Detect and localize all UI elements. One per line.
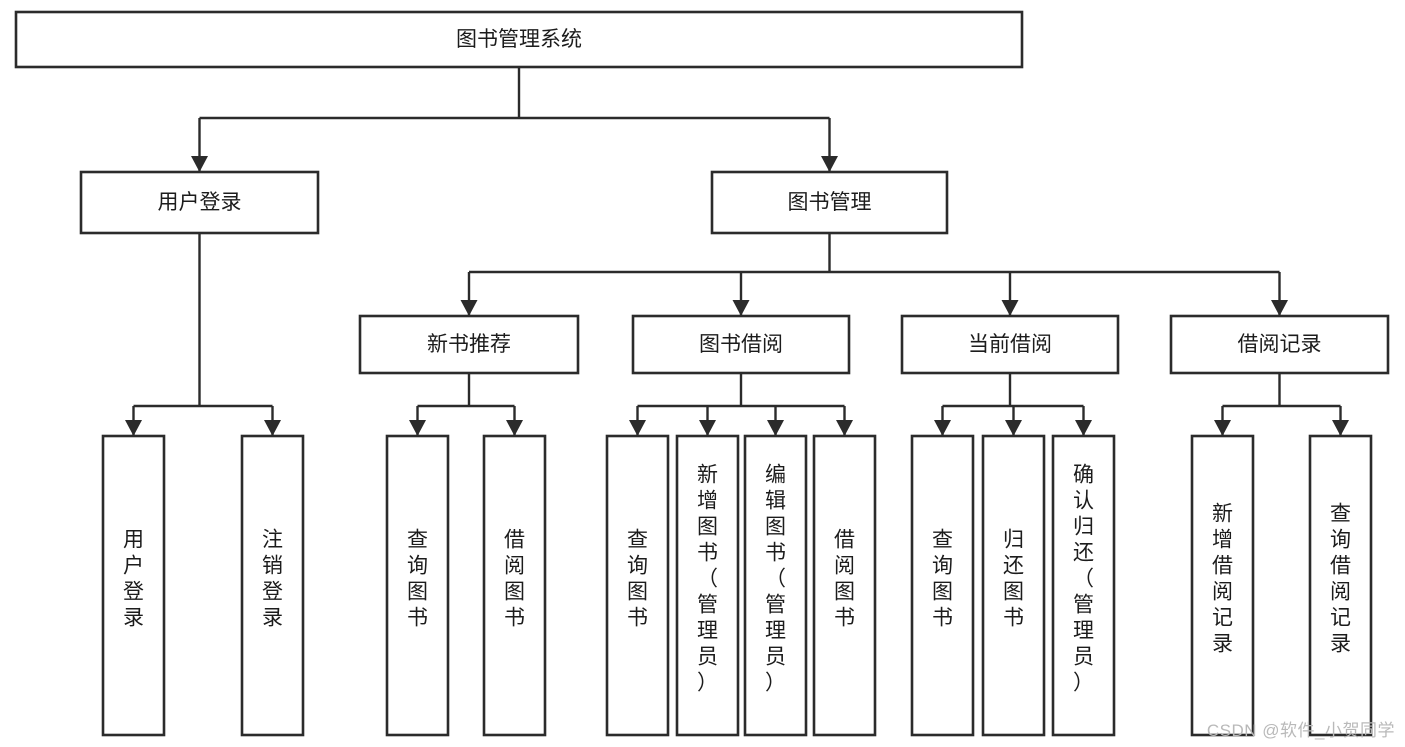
- node-leaf-return-book[interactable]: 归还图书: [981, 434, 1046, 737]
- node-label: 用户登录: [123, 529, 144, 630]
- node-label: 当前借阅: [968, 333, 1052, 356]
- nodes-layer: 图书管理系统用户登录图书管理新书推荐图书借阅当前借阅借阅记录用户登录注销登录查询…: [14, 10, 1390, 737]
- node-label: 借阅图书: [834, 529, 855, 630]
- node-box: [1051, 434, 1116, 737]
- node-leaf-confirm-return-admin[interactable]: 确认归还（管理员）: [1051, 434, 1116, 737]
- node-label: 查询图书: [627, 529, 648, 630]
- arrow-head-icon: [767, 420, 784, 436]
- node-label: 借阅记录: [1238, 333, 1322, 356]
- node-box: [812, 434, 877, 737]
- node-book-borrow[interactable]: 图书借阅: [631, 314, 851, 375]
- arrow-head-icon: [934, 420, 951, 436]
- node-box: [743, 434, 808, 737]
- node-box: [1169, 314, 1390, 375]
- node-box: [910, 434, 975, 737]
- node-box: [358, 314, 580, 375]
- node-label: 新书推荐: [427, 333, 511, 356]
- arrow-head-icon: [629, 420, 646, 436]
- node-label: 编辑图书（管理员）: [765, 464, 786, 695]
- node-new-book-recommend[interactable]: 新书推荐: [358, 314, 580, 375]
- node-leaf-query-book-recommend[interactable]: 查询图书: [385, 434, 450, 737]
- node-label: 图书管理: [788, 191, 872, 214]
- arrow-head-icon: [125, 420, 142, 436]
- node-label: 图书管理系统: [456, 28, 582, 51]
- node-label: 借阅图书: [504, 529, 525, 630]
- node-box: [675, 434, 740, 737]
- node-box: [710, 170, 949, 235]
- node-box: [605, 434, 670, 737]
- node-current-borrow[interactable]: 当前借阅: [900, 314, 1120, 375]
- arrow-head-icon: [1001, 300, 1019, 316]
- arrow-head-icon: [506, 420, 523, 436]
- node-box: [79, 170, 320, 235]
- arrow-head-icon: [409, 420, 426, 436]
- node-box: [1190, 434, 1255, 737]
- node-label: 查询图书: [407, 529, 428, 630]
- node-box: [14, 10, 1024, 69]
- node-box: [631, 314, 851, 375]
- node-label: 注销登录: [262, 529, 283, 630]
- node-label: 新增图书（管理员）: [697, 464, 718, 695]
- node-leaf-query-book-current[interactable]: 查询图书: [910, 434, 975, 737]
- node-box: [101, 434, 166, 737]
- arrow-head-icon: [1332, 420, 1349, 436]
- node-label: 归还图书: [1003, 529, 1024, 630]
- node-borrow-record[interactable]: 借阅记录: [1169, 314, 1390, 375]
- arrow-head-icon: [836, 420, 853, 436]
- node-leaf-query-book-borrow[interactable]: 查询图书: [605, 434, 670, 737]
- node-label: 查询图书: [932, 529, 953, 630]
- connectors-layer: [125, 67, 1349, 436]
- node-box: [981, 434, 1046, 737]
- arrow-head-icon: [1005, 420, 1022, 436]
- arrow-head-icon: [191, 156, 208, 172]
- node-leaf-user-login[interactable]: 用户登录: [101, 434, 166, 737]
- node-box: [385, 434, 450, 737]
- arrow-head-icon: [821, 156, 838, 172]
- node-leaf-query-borrow-record[interactable]: 查询借阅记录: [1308, 434, 1373, 737]
- node-label: 图书借阅: [699, 333, 783, 356]
- node-user-login[interactable]: 用户登录: [79, 170, 320, 235]
- arrow-head-icon: [460, 300, 478, 316]
- arrow-head-icon: [1214, 420, 1231, 436]
- node-box: [900, 314, 1120, 375]
- node-leaf-edit-book-admin[interactable]: 编辑图书（管理员）: [743, 434, 808, 737]
- arrow-head-icon: [732, 300, 750, 316]
- node-label: 查询借阅记录: [1330, 503, 1351, 656]
- arrow-head-icon: [264, 420, 281, 436]
- arrow-head-icon: [1271, 300, 1288, 316]
- node-leaf-borrow-book[interactable]: 借阅图书: [812, 434, 877, 737]
- node-leaf-add-book-admin[interactable]: 新增图书（管理员）: [675, 434, 740, 737]
- arrow-head-icon: [1075, 420, 1092, 436]
- arrow-head-icon: [699, 420, 716, 436]
- node-label: 用户登录: [158, 191, 242, 214]
- node-leaf-add-borrow-record[interactable]: 新增借阅记录: [1190, 434, 1255, 737]
- node-box: [240, 434, 305, 737]
- node-root[interactable]: 图书管理系统: [14, 10, 1024, 69]
- node-book-manage[interactable]: 图书管理: [710, 170, 949, 235]
- node-leaf-logout-login[interactable]: 注销登录: [240, 434, 305, 737]
- node-label: 确认归还（管理员）: [1073, 464, 1094, 695]
- node-box: [482, 434, 547, 737]
- node-leaf-borrow-book-recommend[interactable]: 借阅图书: [482, 434, 547, 737]
- node-box: [1308, 434, 1373, 737]
- node-label: 新增借阅记录: [1212, 503, 1233, 656]
